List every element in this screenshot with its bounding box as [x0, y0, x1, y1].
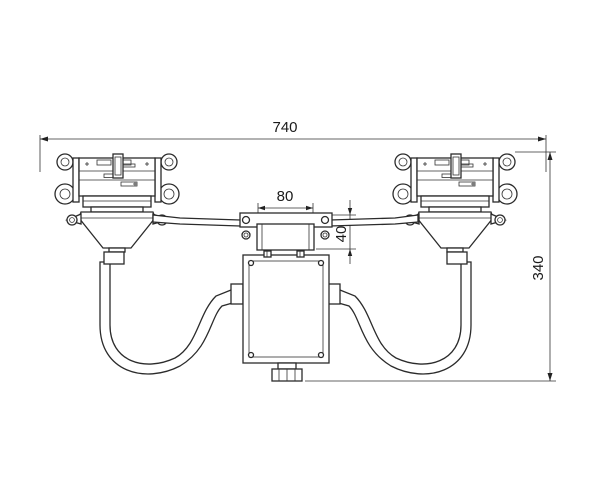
dimension-label-bracket-height: 40 — [333, 226, 350, 243]
trolley-left — [54, 153, 180, 253]
tube-right — [327, 251, 472, 375]
dimension-label-overall-height: 340 — [530, 255, 547, 280]
junction-box — [242, 250, 330, 364]
dimension-label-bracket-width: 80 — [277, 188, 294, 205]
trolley-right — [392, 153, 518, 253]
cable-gland — [271, 362, 303, 382]
dimension-label-overall-width: 740 — [272, 119, 297, 136]
tube-left — [99, 251, 244, 375]
dimension-bracket-height — [316, 200, 356, 264]
dimension-overall-height — [305, 151, 556, 382]
dimension-bracket-width — [257, 203, 314, 222]
dimension-overall-width — [39, 135, 547, 172]
mounting-bracket — [239, 212, 333, 251]
